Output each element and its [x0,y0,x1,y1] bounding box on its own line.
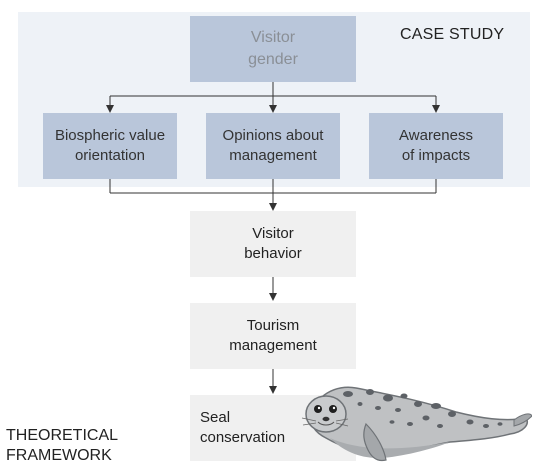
node-tourism-management: Tourism management [190,303,356,369]
node-opinions-management: Opinions about management [206,113,340,179]
theoretical-framework-label: THEORETICAL FRAMEWORK [6,427,119,464]
case-study-label: CASE STUDY [400,26,505,43]
seal-illustration-icon [301,386,532,462]
node-biospheric-value: Biospheric value orientation [43,113,177,179]
node-visitor-gender: Visitor gender [190,16,356,82]
node-awareness-impacts: Awareness of impacts [369,113,503,179]
node-visitor-behavior: Visitor behavior [190,211,356,277]
